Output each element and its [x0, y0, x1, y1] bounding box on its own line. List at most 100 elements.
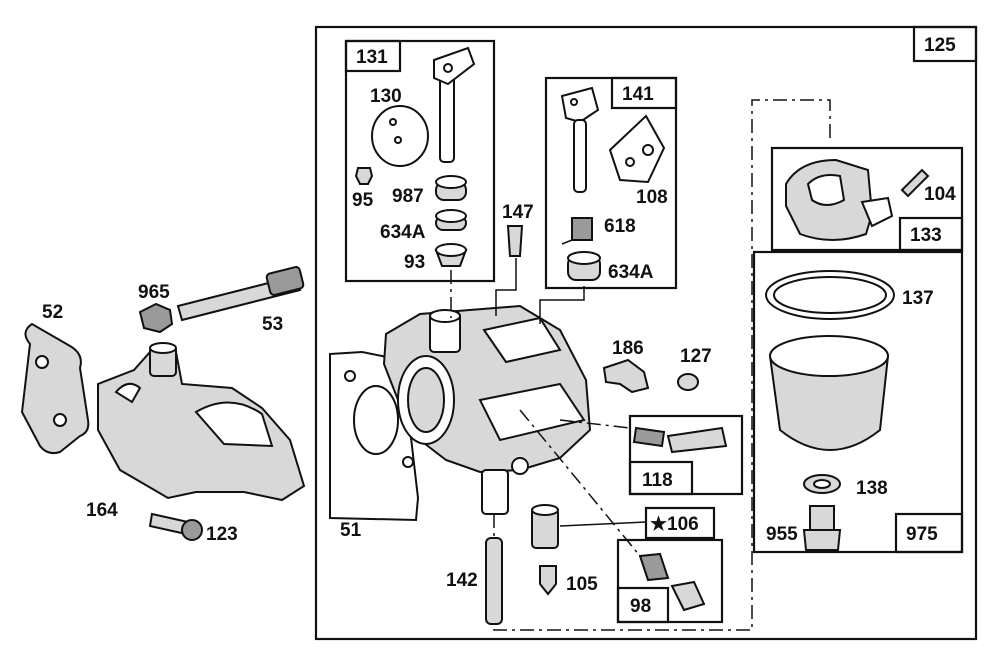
label-634a-throttle: 634A [380, 222, 426, 243]
intake-elbow [97, 351, 306, 502]
seal-93-top [435, 243, 467, 257]
kit-118-box [628, 460, 694, 496]
pilot-spring [638, 552, 670, 582]
kit-975-label: 975 [906, 524, 938, 545]
label-955: 955 [766, 524, 798, 545]
choke-spring-tail [561, 239, 573, 245]
label-138: 138 [856, 478, 888, 499]
pilot-screw [670, 580, 706, 612]
choke-seal-top [567, 251, 601, 265]
carburetor-gasket-hole [402, 456, 414, 468]
choke-plate-hole [625, 157, 635, 167]
carburetor-gasket-bore [353, 385, 399, 455]
kit-141-box [610, 76, 678, 110]
choke-shaft [573, 119, 587, 193]
throttle-plate-hole [389, 118, 397, 126]
kit-133-frame [770, 146, 964, 252]
float-bowl-rim [769, 335, 889, 377]
label-123: 123 [206, 524, 238, 545]
label-142: 142 [446, 570, 478, 591]
label-127: 127 [680, 346, 712, 367]
intake-elbow-flange [114, 382, 142, 404]
label-104: 104 [924, 184, 956, 205]
kit-118-label: 118 [642, 470, 673, 491]
label-147: 147 [502, 202, 534, 223]
mixture-screw-leader [559, 419, 631, 429]
label-965: 965 [138, 282, 170, 303]
throttle-plate-hole [394, 136, 402, 144]
throttle-lever-hole [443, 63, 453, 73]
carburetor-side-port [511, 457, 529, 475]
choke-spring [571, 217, 593, 241]
assembly-frame [314, 25, 978, 641]
choke-lever-hole [570, 98, 578, 106]
fuel-elbow [602, 358, 650, 394]
label-164: 164 [86, 500, 118, 521]
inlet-seat [539, 565, 557, 596]
label-108: 108 [636, 187, 668, 208]
kit-133-label: 133 [910, 225, 942, 246]
choke-lever [560, 86, 600, 124]
assembly-number-box [912, 25, 978, 63]
bowl-bolt-thread [809, 505, 835, 531]
carburetor-gasket-hole [344, 370, 356, 382]
label-130: 130 [370, 86, 402, 107]
label-52: 52 [42, 302, 63, 323]
throttle-lever [433, 46, 476, 86]
kit-133-box [898, 216, 964, 252]
kit-131-label: 131 [356, 47, 388, 68]
assembly-number: 125 [924, 35, 956, 56]
label-618: 618 [604, 216, 636, 237]
bowl-washer-hole [813, 479, 831, 489]
label-634a-choke: 634A [608, 262, 654, 283]
kit-975-box [894, 512, 964, 554]
carburetor-throat-inner [407, 367, 445, 433]
label-93: 93 [404, 252, 425, 273]
carburetor-side-channel [478, 382, 586, 442]
main-jet-leader [559, 521, 647, 527]
label-105: 105 [566, 574, 598, 595]
throttle-boss-top [429, 309, 461, 323]
kit-98-label: 98 [630, 596, 651, 617]
float-hinge [860, 196, 894, 228]
label-95: 95 [352, 190, 374, 211]
label-987: 987 [392, 186, 424, 207]
bowl-assembly-leader [493, 99, 831, 631]
intake-elbow-neck-top [149, 342, 177, 354]
kit-975-frame [752, 250, 964, 554]
seal-987-top [435, 175, 467, 189]
kit-106-label: ★106 [650, 514, 699, 535]
choke-plate-hole [642, 144, 654, 156]
intake-gasket [20, 322, 90, 455]
pilot-screw-leader [519, 409, 641, 557]
intake-screw-head [181, 519, 203, 541]
fuel-fitting-nut [138, 302, 174, 334]
welch-plug [677, 373, 699, 391]
fuel-inlet-nozzle [481, 469, 509, 515]
choke-seal-leader [539, 286, 585, 324]
float-pin [900, 168, 930, 198]
label-51: 51 [340, 520, 362, 541]
seal-634a-top [435, 209, 467, 223]
kit-106-box [644, 506, 716, 540]
throttle-plate [371, 105, 429, 167]
kit-98-box [616, 586, 670, 624]
bowl-bolt-head [802, 529, 842, 551]
idle-screw-leader [495, 258, 517, 316]
choke-plate [608, 114, 666, 184]
carburetor-top-channel [482, 316, 562, 364]
label-137: 137 [902, 288, 934, 309]
intake-gasket-hole [53, 413, 67, 427]
kit-98-frame [616, 538, 724, 624]
throttle-screw [354, 167, 374, 185]
intake-stud-hex [265, 266, 305, 296]
float-cavity [806, 174, 846, 206]
kit-131-frame [344, 39, 496, 283]
kit-131-box [344, 39, 402, 73]
mixture-screw [666, 426, 728, 454]
main-jet-top [531, 504, 559, 516]
intake-elbow-port [194, 401, 274, 448]
label-53: 53 [262, 314, 283, 335]
intake-gasket-hole [35, 355, 49, 369]
